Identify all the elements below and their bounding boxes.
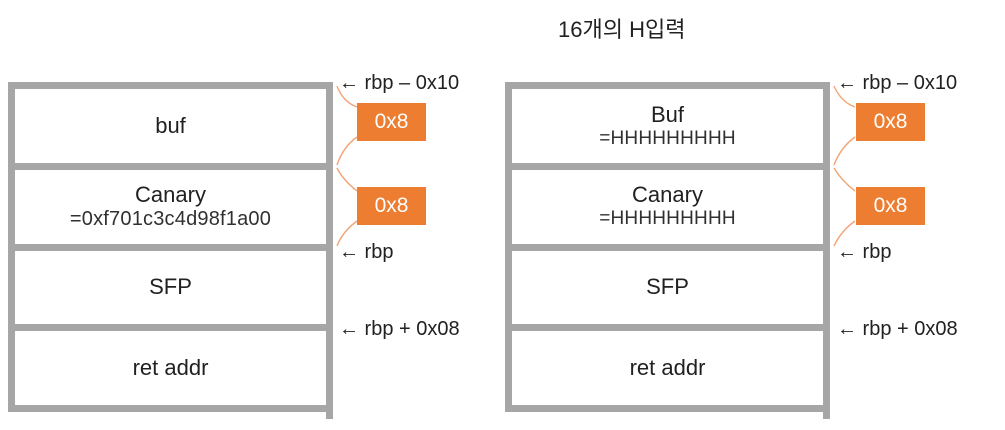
boundary-tick: [823, 412, 830, 419]
size-badge-canary-right: 0x8: [856, 187, 925, 225]
cell-value: =HHHHHHHHH: [599, 208, 736, 230]
cell-value: =HHHHHHHHH: [599, 127, 736, 149]
cell-label: SFP: [149, 274, 192, 300]
pointer-label-rbp: ← rbp: [837, 241, 892, 263]
boundary-tick: [326, 169, 333, 177]
row-divider: [512, 324, 823, 332]
pointer-label-rbp: ← rbp: [339, 241, 394, 263]
stack-cell-sfp: SFP: [15, 250, 326, 325]
boundary-tick: [326, 89, 333, 96]
stack-diagram-before-input: buf Canary =0xf701c3c4d98f1a00 SFP ret a…: [8, 82, 333, 419]
slide-title: 16개의 H입력: [558, 17, 686, 42]
cell-label: buf: [155, 112, 186, 138]
boundary-tick: [823, 250, 830, 258]
boundary-tick: [823, 331, 830, 339]
size-badge-buf-left: 0x8: [357, 103, 426, 141]
boundary-tick: [326, 331, 333, 339]
cell-label: Canary: [632, 182, 703, 208]
boundary-tick: [326, 412, 333, 419]
stack-cell-buf: Buf =HHHHHHHHH: [512, 89, 823, 163]
pointer-label-rbp-minus-0x10: ← rbp – 0x10: [837, 72, 958, 94]
stack-cell-buf: buf: [15, 89, 326, 163]
cell-label: SFP: [646, 274, 689, 300]
stack-cell-canary: Canary =HHHHHHHHH: [512, 169, 823, 244]
boundary-tick: [823, 169, 830, 177]
pointer-label-rbp-plus-0x08: ← rbp + 0x08: [339, 318, 460, 340]
pointer-label-rbp-plus-0x08: ← rbp + 0x08: [837, 318, 958, 340]
cell-label: Buf: [650, 101, 685, 127]
stack-cell-sfp: SFP: [512, 250, 823, 325]
row-divider: [512, 243, 823, 251]
size-badge-buf-right: 0x8: [856, 103, 925, 141]
stack-cell-retaddr: ret addr: [15, 331, 326, 405]
stack-cell-canary: Canary =0xf701c3c4d98f1a00: [15, 169, 326, 244]
cell-value: =0xf701c3c4d98f1a00: [69, 207, 272, 230]
cell-label: Canary: [135, 181, 206, 207]
size-badge-canary-left: 0x8: [357, 187, 426, 225]
row-divider: [15, 162, 326, 170]
row-divider: [15, 243, 326, 251]
stack-cell-retaddr: ret addr: [512, 331, 823, 405]
pointer-label-rbp-minus-0x10: ← rbp – 0x10: [339, 72, 460, 94]
stack-diagram-after-input: Buf =HHHHHHHHH Canary =HHHHHHHHH SFP ret…: [505, 82, 830, 419]
cell-label: ret addr: [629, 355, 706, 381]
row-divider: [512, 162, 823, 170]
boundary-tick: [823, 89, 830, 96]
boundary-tick: [326, 250, 333, 258]
cell-label: ret addr: [132, 355, 209, 381]
row-divider: [15, 324, 326, 332]
